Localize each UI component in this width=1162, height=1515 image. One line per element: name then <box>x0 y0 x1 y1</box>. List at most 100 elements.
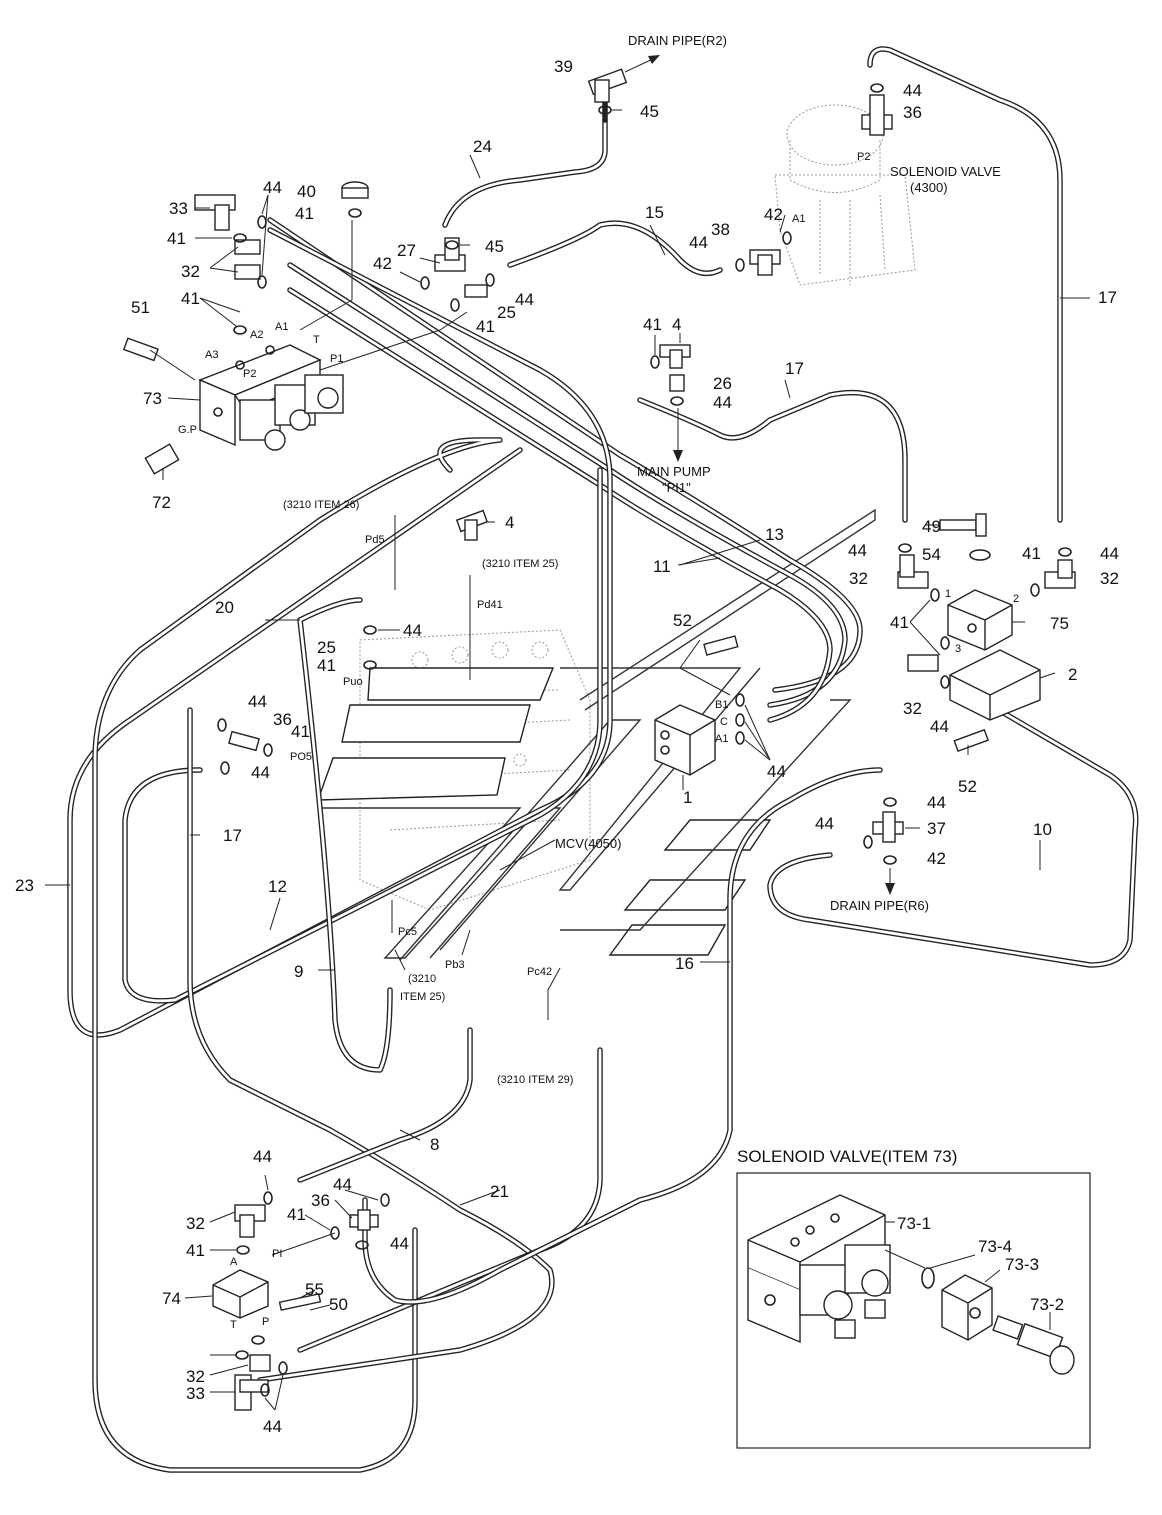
port-a1-sol: A1 <box>792 213 805 225</box>
part-72: 72 <box>152 493 171 512</box>
part-11: 11 <box>653 557 671 576</box>
part-27: 27 <box>397 241 416 260</box>
ref-item25-a: (3210 <box>408 973 436 985</box>
block-75 <box>947 589 1013 651</box>
part-32-right: 32 <box>1100 569 1119 588</box>
port-a2: A2 <box>250 329 263 341</box>
part-75: 75 <box>1050 614 1069 633</box>
label-main-pump-port: "PI1" <box>662 480 691 495</box>
port-pc5: Pc5 <box>398 926 417 938</box>
tee-36-mid <box>228 730 260 752</box>
part-73-1: 73-1 <box>897 1214 931 1233</box>
part-73-4: 73-4 <box>978 1237 1012 1256</box>
elbow-32-right-mid <box>897 554 929 589</box>
part-44-b: 44 <box>515 290 534 309</box>
part-44-l: 44 <box>930 717 949 736</box>
part-73-2: 73-2 <box>1030 1295 1064 1314</box>
port-p2-sol: P2 <box>857 151 870 163</box>
part-41-b: 41 <box>295 204 314 223</box>
port-3: 3 <box>955 643 961 655</box>
part-32-mid: 32 <box>849 569 868 588</box>
part-17-left: 17 <box>223 826 242 845</box>
part-25-mid: 25 <box>317 638 336 657</box>
bracket-2 <box>949 649 1041 721</box>
part-41-h: 41 <box>1022 544 1041 563</box>
flow-arrows <box>624 55 895 895</box>
part-41-c: 41 <box>181 289 200 308</box>
port-pc42: Pc42 <box>527 966 552 978</box>
part-44-i: 44 <box>767 762 786 781</box>
tee-36-bottom <box>349 1209 379 1231</box>
part-41-f: 41 <box>317 656 336 675</box>
part-41-a: 41 <box>167 229 186 248</box>
part-17-right: 17 <box>1098 288 1117 307</box>
tee-36-top <box>861 94 893 136</box>
part-44-e: 44 <box>713 393 732 412</box>
part-10: 10 <box>1033 820 1052 839</box>
elbow-32-lower <box>907 654 939 672</box>
part-38: 38 <box>711 220 730 239</box>
label-solenoid-valve: SOLENOID VALVE <box>890 164 1001 179</box>
solenoid-valve-74 <box>212 1269 269 1319</box>
port-a: A <box>230 1256 238 1268</box>
part-15: 15 <box>645 203 664 222</box>
part-37: 37 <box>927 819 946 838</box>
tee-37 <box>872 811 904 843</box>
part-42-a: 42 <box>373 254 392 273</box>
part-24: 24 <box>473 137 492 156</box>
part-16: 16 <box>675 954 694 973</box>
mcv-outline-shapes <box>316 508 876 961</box>
ref-item25-b: ITEM 25) <box>400 991 445 1003</box>
part-44-n: 44 <box>815 814 834 833</box>
port-p2: P2 <box>243 368 256 380</box>
block-1 <box>654 704 716 776</box>
part-21: 21 <box>490 1182 509 1201</box>
part-41-k: 41 <box>186 1241 205 1260</box>
bolt-55 <box>278 1293 322 1311</box>
port-t: T <box>313 334 320 346</box>
part-41-e: 41 <box>643 315 662 334</box>
plug-72 <box>144 443 180 475</box>
tee-4-top <box>659 344 691 369</box>
part-36-mid: 36 <box>273 710 292 729</box>
leader-lines <box>45 109 1090 1411</box>
part-55: 55 <box>305 1280 324 1299</box>
part-8: 8 <box>430 1135 439 1154</box>
part-32-bottom-b: 32 <box>186 1367 205 1386</box>
label-mcv: MCV(4050) <box>555 836 621 851</box>
part-32-top: 32 <box>181 262 200 281</box>
part-2: 2 <box>1068 665 1077 684</box>
part-42-b: 42 <box>764 205 783 224</box>
part-23: 23 <box>15 876 34 895</box>
part-25-top: 25 <box>497 303 516 322</box>
part-44-j: 44 <box>848 541 867 560</box>
part-44-g: 44 <box>248 692 267 711</box>
part-33-bottom: 33 <box>186 1384 205 1403</box>
solenoid-valve-4300-ghost <box>774 104 916 286</box>
part-45-b: 45 <box>485 237 504 256</box>
part-36-top: 36 <box>903 103 922 122</box>
part-4-mid: 4 <box>505 513 514 532</box>
port-t-74: T <box>230 1319 237 1331</box>
fitting-52-lower <box>953 728 989 753</box>
tee-4-mid <box>455 509 489 541</box>
label-drain-r6: DRAIN PIPE(R6) <box>830 898 929 913</box>
fitting-51 <box>122 337 159 362</box>
tee-fittings-32-top <box>234 239 261 280</box>
part-44-a: 44 <box>263 178 282 197</box>
part-73-3: 73-3 <box>1005 1255 1039 1274</box>
part-4-top: 4 <box>672 315 681 334</box>
plug-40 <box>341 181 369 199</box>
port-a1-block: A1 <box>715 733 728 745</box>
part-51: 51 <box>131 298 150 317</box>
inset-title: SOLENOID VALVE(ITEM 73) <box>737 1147 957 1166</box>
port-2: 2 <box>1013 593 1019 605</box>
reference-labels: (3210 ITEM 26) (3210 ITEM 25) (3210 ITEM… <box>283 499 573 1086</box>
port-1: 1 <box>945 588 951 600</box>
port-pd5: Pd5 <box>365 534 385 546</box>
part-44-h: 44 <box>251 763 270 782</box>
part-12: 12 <box>268 877 287 896</box>
port-a3: A3 <box>205 349 218 361</box>
elbow-32-right <box>1044 559 1076 589</box>
